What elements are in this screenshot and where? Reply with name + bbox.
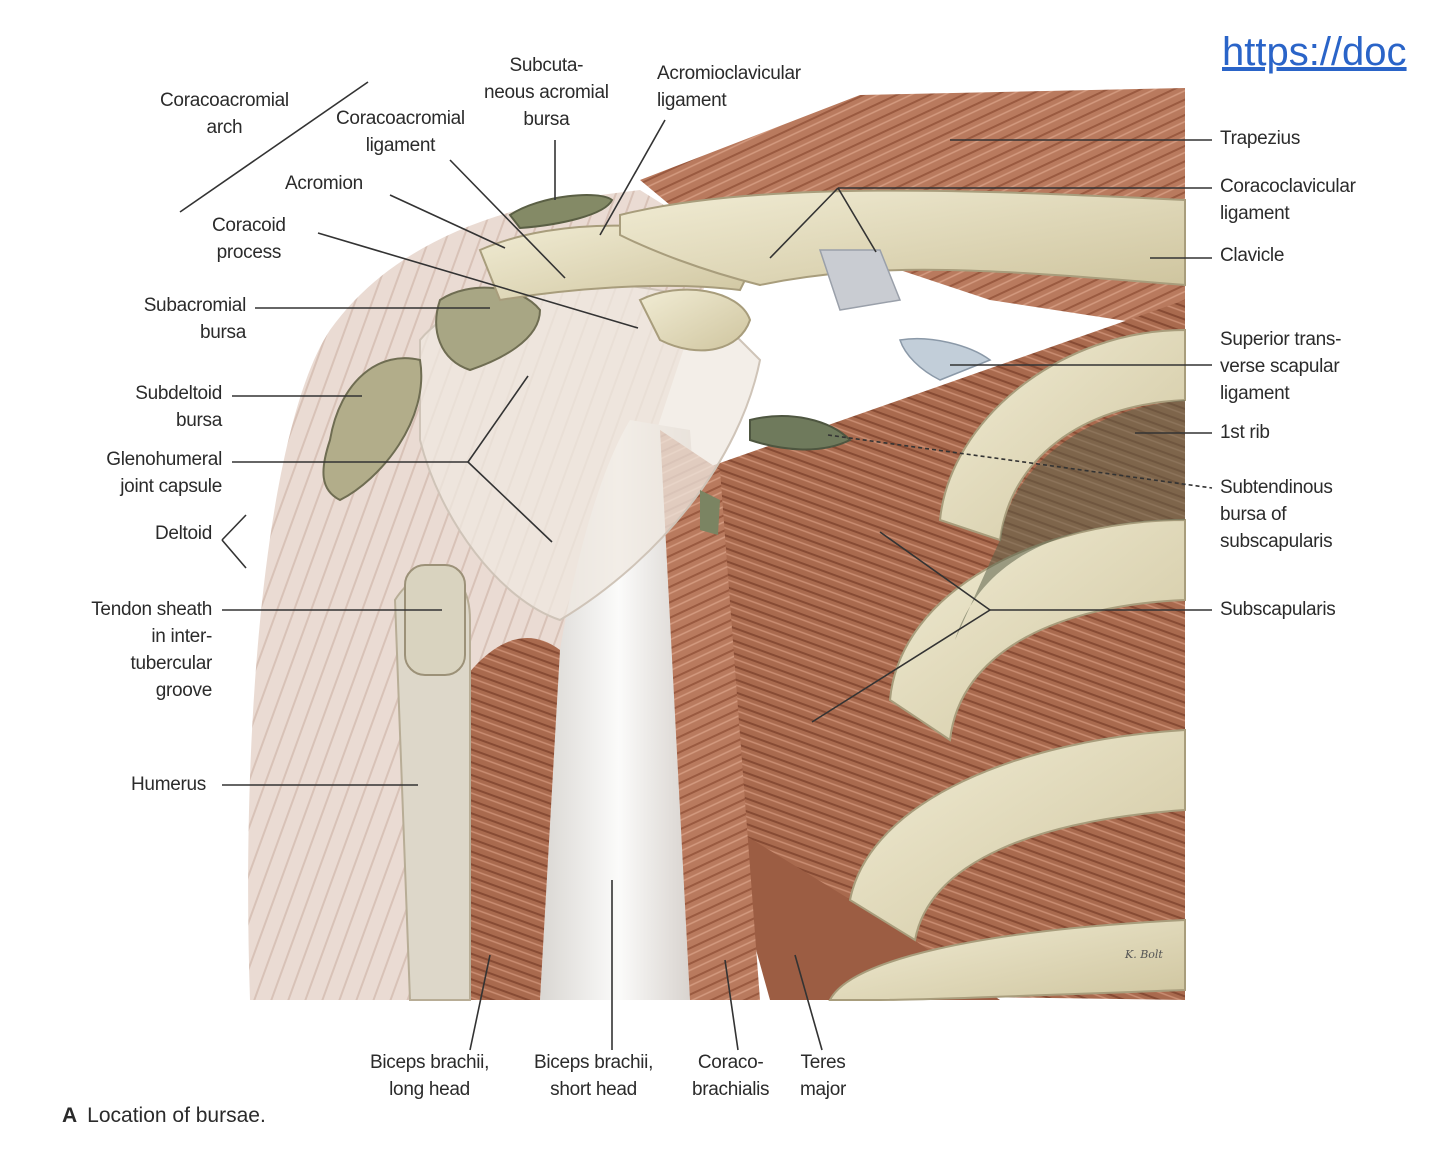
label-acromioclavicular-ligament: Acromioclavicular ligament bbox=[657, 63, 801, 111]
figure-caption: A Location of bursae. bbox=[62, 1104, 266, 1128]
label-trapezius: Trapezius bbox=[1220, 128, 1301, 149]
label-subtendinous-bursa: Subtendinous bursa of subscapularis bbox=[1220, 477, 1333, 552]
tendon-sheath bbox=[404, 564, 466, 676]
rib-shadow bbox=[955, 400, 1185, 640]
subdeltoid-bursa-shape bbox=[322, 357, 423, 502]
label-humerus: Humerus bbox=[131, 774, 206, 795]
label-subcutaneous-acromial-bursa: Subcuta- neous acromial bursa bbox=[484, 55, 609, 130]
label-teres-major: Teres major bbox=[800, 1052, 847, 1100]
label-glenohumeral-joint-capsule: Glenohumeral joint capsule bbox=[106, 449, 222, 497]
caption-text: Location of bursae. bbox=[87, 1104, 266, 1127]
label-tendon-sheath: Tendon sheath in inter- tubercular groov… bbox=[91, 599, 212, 701]
label-coracoacromial-ligament: Coracoacromial ligament bbox=[336, 108, 465, 156]
label-clavicle: Clavicle bbox=[1220, 245, 1285, 266]
caption-letter: A bbox=[62, 1104, 78, 1127]
label-biceps-short-head: Biceps brachii, short head bbox=[534, 1052, 654, 1100]
label-subscapularis: Subscapularis bbox=[1220, 599, 1336, 620]
artist-signature: K. Bolt bbox=[1124, 948, 1163, 961]
label-coracoid-process: Coracoid process bbox=[212, 215, 286, 263]
label-subacromial-bursa: Subacromial bursa bbox=[143, 295, 247, 343]
coracoid-bone bbox=[638, 288, 752, 352]
subcutaneous-acromial-bursa-shape bbox=[508, 194, 614, 230]
coracobrachialis-muscle bbox=[660, 430, 760, 1000]
superior-transverse-scapular-ligament-shape bbox=[899, 337, 992, 381]
label-coracobrachialis: Coraco- brachialis bbox=[692, 1052, 770, 1100]
label-first-rib: 1st rib bbox=[1220, 422, 1270, 443]
label-coracoacromial-arch: Coracoacromial arch bbox=[160, 90, 289, 138]
label-acromion: Acromion bbox=[285, 173, 363, 194]
clavicle-bone bbox=[619, 189, 1186, 287]
label-superior-transverse-scapular-ligament: Superior trans- verse scapular ligament bbox=[1220, 329, 1342, 404]
label-deltoid: Deltoid bbox=[154, 523, 212, 544]
label-coracoclavicular-ligament: Coracoclavicular ligament bbox=[1220, 176, 1356, 224]
first-rib bbox=[938, 328, 1186, 542]
doc-link[interactable]: https://doc bbox=[1222, 30, 1407, 74]
subtendinous-bursa-shape bbox=[749, 415, 852, 451]
fourth-rib bbox=[828, 918, 1186, 1001]
leader-lines bbox=[179, 81, 1213, 1051]
label-subdeltoid-bursa: Subdeltoid bursa bbox=[135, 383, 222, 431]
label-biceps-long-head: Biceps brachii, long head bbox=[370, 1052, 490, 1100]
bursa-small bbox=[700, 490, 720, 535]
third-rib bbox=[848, 728, 1186, 942]
coracoclavicular-ligament-shape bbox=[818, 249, 902, 311]
